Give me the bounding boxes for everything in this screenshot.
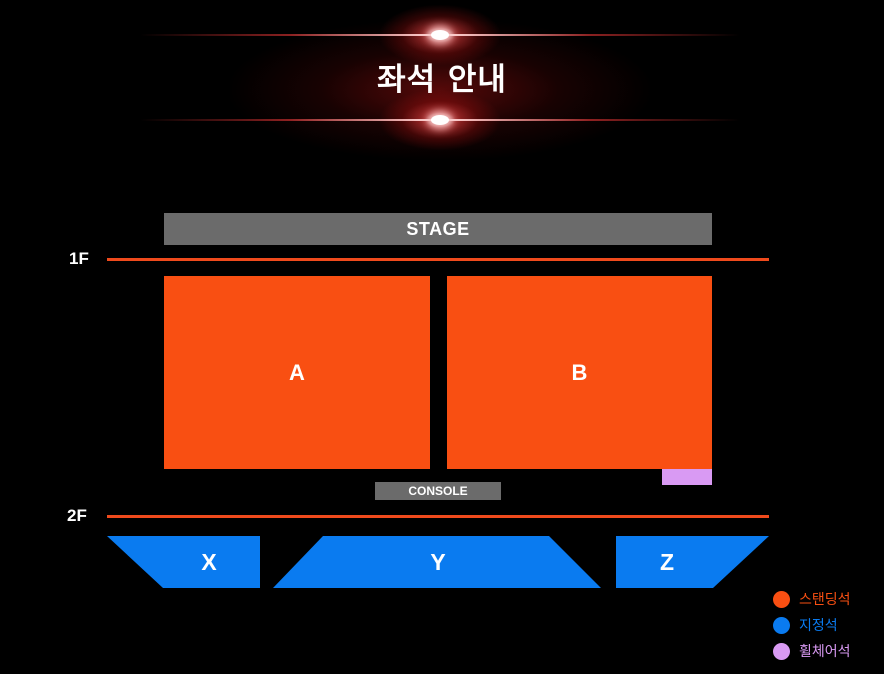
floor-label-2f: 2F — [67, 506, 87, 525]
section-a[interactable]: A — [164, 276, 430, 469]
section-x[interactable] — [107, 536, 260, 588]
legend-label-wheelchair: 휠체어석 — [799, 644, 851, 660]
section-z-label: Z — [660, 549, 674, 575]
legend-item-wheelchair: 휠체어석 — [773, 638, 881, 664]
section-x-label: X — [201, 549, 217, 575]
section-y-label: Y — [430, 549, 445, 575]
legend-item-standing: 스탠딩석 — [773, 586, 881, 612]
section-a-label: A — [289, 359, 305, 385]
light-flare-top — [140, 5, 740, 65]
reserved-color-dot — [773, 616, 790, 634]
floor-divider-2f — [107, 515, 769, 518]
console: CONSOLE — [375, 482, 501, 500]
floor-divider-1f — [107, 258, 769, 261]
stage: STAGE — [164, 213, 712, 245]
legend: 스탠딩석 지정석 휠체어석 — [773, 586, 881, 664]
section-b[interactable]: B — [447, 276, 712, 469]
wheelchair-color-dot — [773, 642, 790, 660]
light-flare-bottom — [140, 90, 740, 150]
section-y[interactable] — [273, 536, 601, 588]
legend-label-standing: 스탠딩석 — [799, 592, 851, 608]
standing-color-dot — [773, 590, 790, 608]
section-b-label: B — [571, 359, 588, 385]
legend-label-reserved: 지정석 — [799, 618, 838, 634]
section-z[interactable] — [616, 536, 769, 588]
legend-item-reserved: 지정석 — [773, 612, 881, 638]
wheelchair-area[interactable] — [662, 469, 712, 485]
floor-label-1f: 1F — [69, 249, 89, 268]
